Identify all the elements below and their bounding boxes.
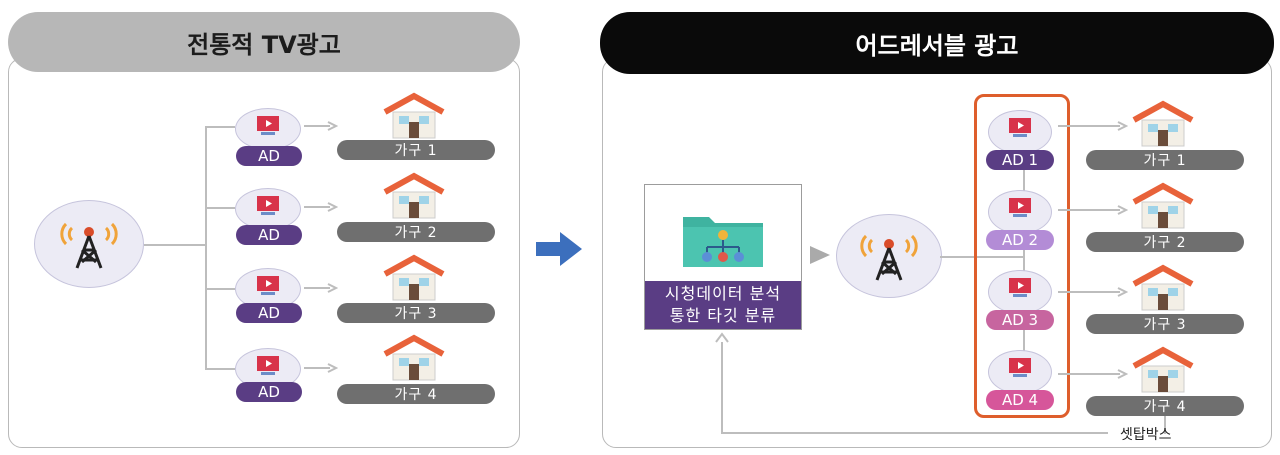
viewing-data-analysis-box: 시청데이터 분석 통한 타깃 분류 bbox=[644, 184, 802, 330]
connector-branch-2 bbox=[205, 207, 235, 209]
household-label-4: 가구 4 bbox=[337, 384, 495, 404]
household-label-1: 가구 1 bbox=[337, 140, 495, 160]
house-icon bbox=[1132, 264, 1194, 311]
traditional-tv-title: 전통적 TV광고 bbox=[8, 12, 520, 72]
house-icon bbox=[383, 172, 445, 219]
household-label-4: 가구 4 bbox=[1086, 396, 1244, 416]
analysis-label: 시청데이터 분석 통한 타깃 분류 bbox=[645, 281, 801, 329]
tv-play-icon bbox=[257, 116, 279, 135]
tv-play-icon bbox=[1009, 278, 1031, 297]
ad-4-label: AD 4 bbox=[986, 390, 1054, 410]
connector-branch-4 bbox=[205, 368, 235, 370]
ad-label: AD bbox=[236, 225, 302, 245]
feedback-arrowhead bbox=[715, 332, 729, 343]
ad-label: AD bbox=[236, 382, 302, 402]
tv-play-icon bbox=[257, 356, 279, 375]
connector-branch-3 bbox=[205, 288, 235, 290]
right-arrow-icon bbox=[536, 232, 582, 266]
tv-play-icon bbox=[257, 276, 279, 295]
arrow-to-household-3 bbox=[1058, 287, 1128, 297]
arrow-to-household-1 bbox=[1058, 121, 1128, 131]
household-label-1: 가구 1 bbox=[1086, 150, 1244, 170]
household-label-3: 가구 3 bbox=[337, 303, 495, 323]
house-icon bbox=[1132, 100, 1194, 147]
analysis-label-line-2: 통한 타깃 분류 bbox=[669, 306, 777, 325]
connector-trunk bbox=[144, 244, 206, 246]
feedback-line-vertical-right bbox=[1164, 416, 1166, 434]
arrow-to-household-4 bbox=[304, 363, 338, 373]
ad-label: AD bbox=[236, 303, 302, 323]
broadcast-tower-icon bbox=[860, 234, 918, 281]
tv-play-icon bbox=[1009, 198, 1031, 217]
connector-branch-1 bbox=[205, 126, 235, 128]
analysis-label-line-1: 시청데이터 분석 bbox=[664, 284, 782, 303]
ad-2-label: AD 2 bbox=[986, 230, 1054, 250]
feedback-line-vertical-left bbox=[721, 342, 723, 434]
house-icon bbox=[383, 92, 445, 139]
broadcast-tower-node bbox=[34, 200, 144, 288]
connector-trunk bbox=[940, 256, 1024, 258]
house-icon bbox=[383, 334, 445, 381]
house-icon bbox=[383, 254, 445, 301]
addressable-ads-frame bbox=[974, 94, 1070, 418]
addressable-ad-title: 어드레서블 광고 bbox=[600, 12, 1274, 74]
connector-vertical bbox=[205, 126, 207, 370]
ad-1-label: AD 1 bbox=[986, 150, 1054, 170]
tv-play-icon bbox=[1009, 118, 1031, 137]
feedback-line-horizontal bbox=[722, 432, 1108, 434]
data-folder-icon bbox=[683, 217, 763, 267]
arrow-to-household-3 bbox=[304, 283, 338, 293]
arrow-to-household-1 bbox=[304, 121, 338, 131]
broadcast-tower-icon bbox=[60, 222, 118, 269]
arrow-to-household-2 bbox=[1058, 205, 1128, 215]
house-icon bbox=[1132, 182, 1194, 229]
settop-box-label: 셋탑박스 bbox=[1120, 427, 1172, 443]
house-icon bbox=[1132, 346, 1194, 393]
ad-3-label: AD 3 bbox=[986, 310, 1054, 330]
arrow-to-household-2 bbox=[304, 202, 338, 212]
tv-play-icon bbox=[257, 196, 279, 215]
household-label-2: 가구 2 bbox=[1086, 232, 1244, 252]
household-label-2: 가구 2 bbox=[337, 222, 495, 242]
tv-play-icon bbox=[1009, 358, 1031, 377]
arrow-to-household-4 bbox=[1058, 369, 1128, 379]
ad-label: AD bbox=[236, 146, 302, 166]
household-label-3: 가구 3 bbox=[1086, 314, 1244, 334]
play-arrow-icon bbox=[810, 246, 830, 264]
